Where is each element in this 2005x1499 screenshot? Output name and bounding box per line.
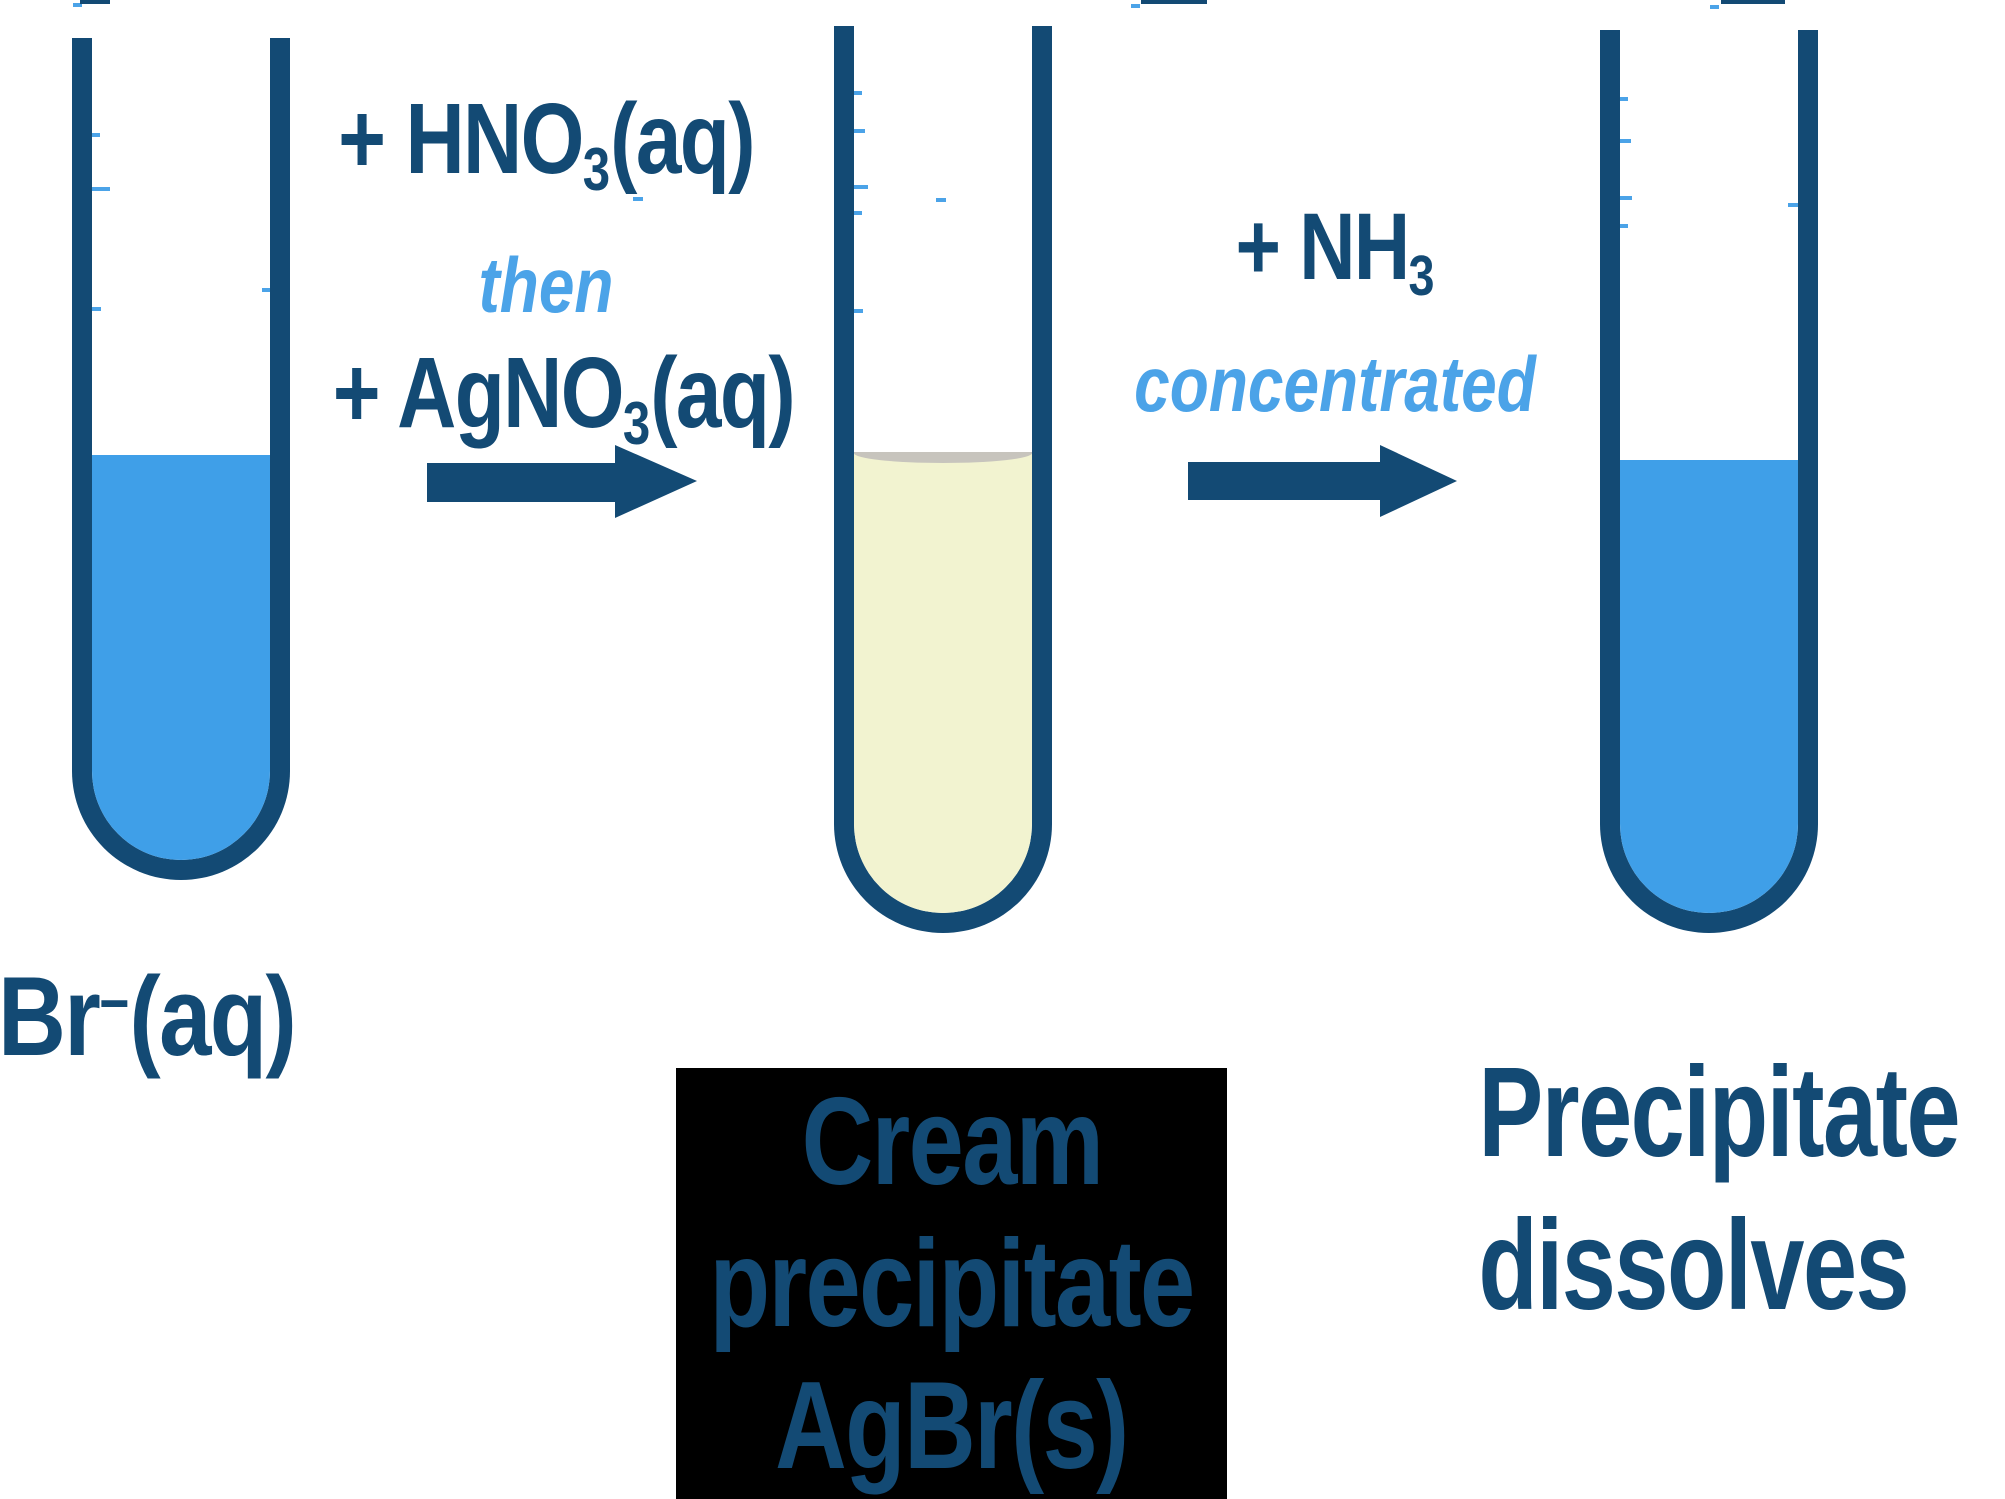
graduation-tick	[1620, 196, 1632, 200]
test-tube-precipitate	[834, 26, 1052, 933]
label-precipitate-line: Cream	[801, 1072, 1103, 1211]
cream-precipitate-liquid	[854, 452, 1032, 913]
reagent-agno3: + AgNO3(aq)	[333, 343, 796, 474]
graduation-tick	[854, 211, 862, 215]
reagent-hno3: + HNO3(aq)	[333, 89, 759, 220]
label-precipitate-line: AgBr(s)	[775, 1356, 1129, 1495]
crop-tick-icon	[73, 3, 82, 7]
graduation-tick	[262, 288, 270, 292]
graduation-tick	[854, 129, 865, 133]
graduation-tick	[1620, 139, 1631, 143]
graduation-tick	[936, 198, 946, 202]
subscript: 3	[1408, 243, 1435, 308]
superscript-minus: −	[99, 969, 130, 1038]
step1-connector: then	[478, 240, 614, 329]
subscript: 3	[582, 135, 611, 203]
crop-mark-icon	[80, 0, 110, 4]
label-dissolves-line: dissolves	[1478, 1194, 1909, 1337]
reaction-arrow-2-head-icon	[1380, 445, 1457, 517]
test-tube-dissolved	[1600, 30, 1818, 933]
label-box-precipitate: Cream precipitate AgBr(s)	[676, 1068, 1227, 1499]
label-bromide-state: (aq)	[129, 953, 296, 1079]
graduation-tick	[92, 133, 100, 137]
reaction-arrow-1	[427, 463, 617, 502]
reagent-nh3: + NH3	[1122, 197, 1548, 326]
graduation-tick	[854, 309, 863, 313]
step2-note: concentrated	[1134, 339, 1536, 428]
reaction-arrow-1-head-icon	[615, 445, 697, 518]
graduation-tick	[1620, 224, 1628, 228]
label-dissolves-line: Precipitate	[1478, 1041, 1960, 1184]
bromide-solution-liquid	[92, 455, 270, 860]
crop-mark-icon	[1141, 0, 1207, 4]
graduation-tick	[854, 91, 862, 95]
test-tube-bromide	[72, 38, 290, 880]
graduation-tick	[854, 185, 868, 189]
graduation-tick	[92, 307, 101, 311]
reagent-hno3-text: + HNO	[338, 83, 584, 195]
step2-reagents: + NH3 concentrated	[1122, 197, 1548, 424]
reagent-nh3-text: + NH	[1235, 194, 1410, 300]
meniscus	[854, 452, 1032, 463]
graduation-tick	[633, 197, 643, 201]
reaction-arrow-2	[1188, 462, 1382, 500]
reagent-agno3-text: + AgNO	[332, 336, 625, 449]
graduation-tick	[1620, 97, 1628, 101]
crop-tick-icon	[1131, 4, 1140, 8]
step1-reagents: + HNO3(aq) then + AgNO3(aq)	[333, 89, 796, 474]
crop-mark-icon	[1721, 0, 1785, 4]
graduation-tick	[1788, 203, 1798, 207]
state-symbol: (aq)	[650, 336, 795, 449]
graduation-tick	[92, 187, 110, 191]
dissolved-solution-liquid	[1620, 460, 1798, 913]
state-symbol: (aq)	[610, 83, 755, 195]
label-bromide-symbol: Br	[0, 953, 101, 1079]
label-precipitate-line: precipitate	[709, 1214, 1195, 1353]
label-dissolves: Precipitate dissolves	[1478, 1036, 1960, 1342]
crop-tick-icon	[1710, 5, 1719, 9]
label-bromide: Br−(aq)	[0, 944, 297, 1079]
